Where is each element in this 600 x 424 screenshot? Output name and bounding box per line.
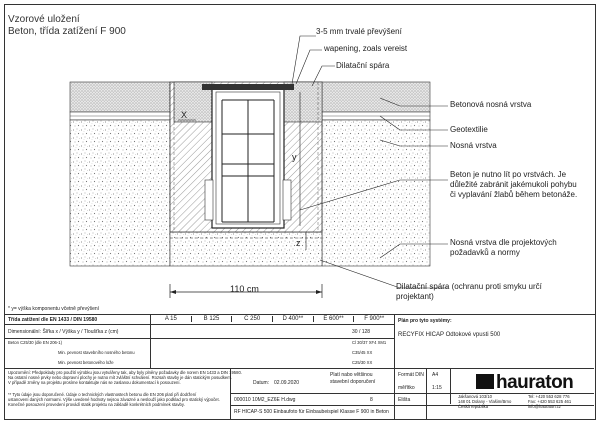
label-joint-bottom: Dilatační spára (ochranu proti smyku urč… xyxy=(396,282,542,301)
spec-row: Beton C25/30 (dle EN 206-1) xyxy=(8,340,63,345)
bearing-layer-right xyxy=(321,119,431,267)
date-label: Datum: xyxy=(253,380,270,386)
product-line: RECYFIX HICAP Odtokové vpusti 500 xyxy=(398,332,501,338)
plan-label: Plán pro tyto systémy: xyxy=(398,318,452,324)
label-geotextile: Geotextilie xyxy=(450,125,488,134)
dimension-label: Dimensionální: Šířka x / Výška y / Tlouš… xyxy=(8,329,119,335)
format-label: Formát DIN xyxy=(398,372,424,378)
dim-x-label: X xyxy=(181,110,188,120)
spec-row-value: Cl 30/37 XF4 XM1 xyxy=(352,340,387,345)
title-line-1: Vzorové uložení xyxy=(8,14,80,25)
load-class-row: A 15 B 125 C 250 D 400** E 600** F 900** xyxy=(150,316,394,322)
drawing-frame xyxy=(4,4,596,420)
date-value: 02.09.2020 xyxy=(274,380,300,386)
spec-row: Min. pevnost stavebního nosného betonu xyxy=(58,350,135,355)
document-note: Platí nabo většinou stavební doporučení xyxy=(330,372,376,385)
dimension-value: 30 / 128 xyxy=(352,329,371,335)
logo-mark-icon xyxy=(476,374,494,389)
bearing-concrete-left xyxy=(69,81,171,113)
bearing-layer-left xyxy=(69,119,171,267)
load-class: A 15 xyxy=(150,316,191,322)
width-dimension: 110 cm xyxy=(230,284,259,294)
footnote: * y= výška komponentu včetně převýšení xyxy=(8,306,100,312)
load-class: D 400** xyxy=(272,316,313,322)
legal-notes: ** Tyto údaje jsou doporučené. Údaje o t… xyxy=(8,392,220,407)
revision: 8 xyxy=(370,397,373,403)
bearing-concrete-right xyxy=(321,81,431,113)
label-joint-top: Dilatační spára xyxy=(336,61,390,70)
dim-y-label: y xyxy=(292,152,297,162)
notes: Upozornění: Předpoklady pro použití výro… xyxy=(8,370,242,385)
spec-row-value: C25/30 XX xyxy=(352,360,373,365)
drawing-title: Vzorové uložení Beton, třída zatížení F … xyxy=(8,14,126,38)
title-line-2: Beton, třída zatížení F 900 xyxy=(8,26,126,37)
hauraton-logo: hauraton xyxy=(476,372,574,394)
load-class: C 250 xyxy=(231,316,272,322)
scale-value: 1:15 xyxy=(432,385,442,391)
sheet-label: Elišta xyxy=(398,397,411,403)
label-bearing-project: Nosná vrstva dle projektových požadavků … xyxy=(450,238,557,257)
label-sealant: wapening, zoals vereist xyxy=(324,44,408,53)
load-class: B 125 xyxy=(190,316,232,322)
drawing-number: 000010 10M2_EZ6E H.dwg xyxy=(234,397,296,403)
spec-row: Min. pevnost betonového lože xyxy=(58,360,114,365)
format-value: A4 xyxy=(432,372,439,378)
label-bearing-layer: Nosná vrstva xyxy=(450,141,497,150)
company-contact: Tel: +420 553 628 776 Fax: +420 553 625 … xyxy=(528,394,572,409)
label-elevation: 3-5 mm trvalé převýšení xyxy=(316,27,402,36)
spec-row-value: C35/45 XX xyxy=(352,350,373,355)
standard-label: Třída zatížení dle EN 1433 / DIN 19580 xyxy=(8,317,98,323)
load-class: E 600** xyxy=(312,316,354,322)
grate xyxy=(202,84,294,90)
dim-z-label: z xyxy=(296,238,301,248)
product-name: RF HICAP-S 500 Einbaufoto für Einbaubeis… xyxy=(234,409,389,415)
scale-label: měřítko xyxy=(398,385,415,391)
company-address: Jakšanová 103/10 148 01 Dolany - Vlašim/… xyxy=(458,394,512,409)
load-class: F 900** xyxy=(353,316,394,322)
label-pour-note: Beton je nutno lít po vrstvách. Je důlež… xyxy=(450,170,578,199)
label-bearing-concrete: Betonová nosná vrstva xyxy=(450,100,532,109)
